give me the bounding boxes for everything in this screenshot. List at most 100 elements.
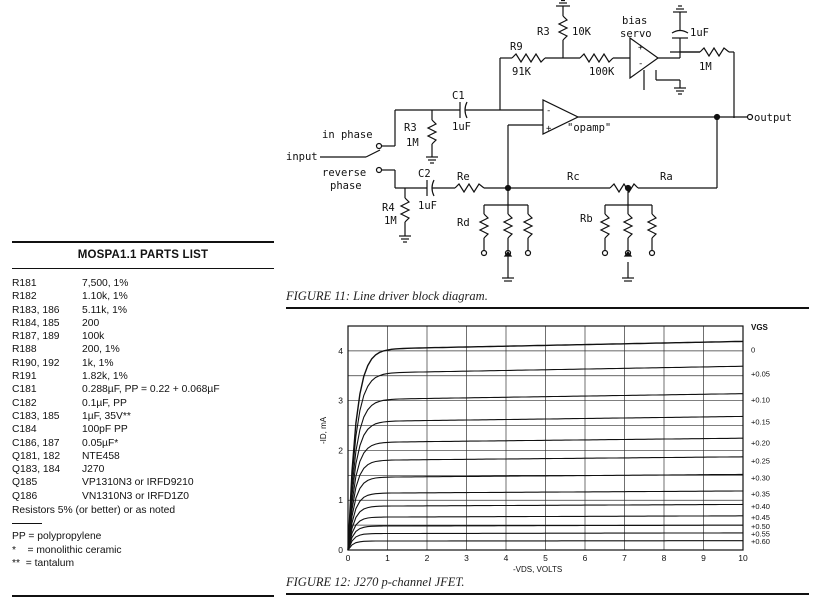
svg-text:-: - — [638, 59, 643, 69]
curve-label: +0.15 — [751, 418, 770, 427]
part-value: 100k — [82, 331, 105, 343]
x-tick-label: 5 — [543, 553, 548, 563]
curve-label: +0.40 — [751, 502, 770, 511]
parts-list-top-rule — [12, 241, 274, 243]
curve-vgs — [347, 532, 743, 551]
y-tick-label: 4 — [338, 346, 343, 356]
parts-row: R184, 185 200 — [12, 317, 274, 330]
legend-title: VGS — [751, 323, 769, 332]
curve-vgs — [347, 456, 744, 551]
legend-line: ** = tantalum — [12, 557, 75, 569]
parts-list-bottom-rule — [12, 595, 274, 597]
part-ref: R181 — [12, 278, 37, 289]
part-ref: R182 — [12, 291, 37, 303]
parts-row: C183, 185 1µF, 35V** — [12, 410, 274, 423]
curve-label: +0.10 — [751, 396, 770, 405]
label-rd: Rd — [457, 217, 470, 229]
curve-label: +0.45 — [751, 513, 770, 522]
svg-text:-: - — [546, 106, 551, 116]
parts-list-legend: PP = polypropylene* = monolithic ceramic… — [12, 530, 274, 570]
part-value: 5.11k, 1% — [82, 304, 128, 316]
label-c2: C2 — [418, 168, 431, 180]
part-value: 7,500, 1% — [82, 278, 129, 289]
curve-vgs — [347, 540, 743, 551]
part-value: 0.1µF, PP — [82, 397, 127, 409]
curve-vgs — [347, 437, 743, 551]
label-bias: bias — [622, 15, 647, 27]
curve-vgs — [347, 503, 744, 551]
x-tick-label: 7 — [622, 553, 627, 563]
parts-list-title-rule — [12, 268, 274, 269]
part-ref: Q181, 182 — [12, 450, 61, 462]
svg-text:+: + — [638, 43, 644, 53]
part-ref: C183, 185 — [12, 410, 60, 422]
parts-list-title: MOSPA1.1 PARTS LIST — [77, 249, 209, 261]
part-value: 200, 1% — [82, 344, 120, 356]
svg-text:+: + — [546, 124, 552, 134]
x-tick-label: 6 — [583, 553, 588, 563]
label-r1m-val: 1M — [699, 61, 712, 73]
part-value: VN1310N3 or IRFD1Z0 — [82, 490, 190, 502]
part-value: 1µF, 35V** — [82, 410, 131, 422]
part-ref: Q186 — [12, 490, 38, 502]
label-reverse: reverse — [322, 167, 366, 179]
x-tick-label: 10 — [738, 553, 748, 563]
part-value: 200 — [82, 317, 100, 329]
curve-vgs — [347, 515, 743, 551]
x-axis-label: -VDS, VOLTS — [513, 565, 562, 574]
y-tick-label: 0 — [338, 545, 343, 555]
x-tick-label: 2 — [425, 553, 430, 563]
curve-vgs — [347, 340, 744, 551]
x-tick-label: 1 — [385, 553, 390, 563]
label-ra: Ra — [660, 171, 673, 183]
part-ref: C182 — [12, 397, 37, 409]
label-r3-top: R3 — [537, 26, 550, 38]
part-ref: Q183, 184 — [12, 464, 61, 476]
part-value: VP1310N3 or IRFD9210 — [82, 477, 194, 489]
x-tick-label: 8 — [662, 553, 667, 563]
label-c2-val: 1uF — [418, 200, 437, 212]
curve-vgs — [347, 490, 743, 551]
y-tick-label: 3 — [338, 396, 343, 406]
figure11-caption-rule — [286, 307, 809, 309]
label-r3-mid: R3 — [404, 122, 417, 134]
parts-row: Q186 VN1310N3 or IRFD1Z0 — [12, 490, 274, 503]
part-ref: R184, 185 — [12, 317, 60, 329]
y-axis-label: -ID, mA — [319, 416, 328, 444]
curve-vgs — [347, 415, 744, 551]
parts-list-note-rule — [12, 523, 42, 525]
line-driver-schematic: - + - + R3 10K bias servo 1uF R9 91K 100… — [286, 0, 792, 282]
part-value: 1.82k, 1% — [82, 371, 128, 383]
part-ref: R190, 192 — [12, 357, 60, 369]
parts-row: C184 100pF PP — [12, 423, 274, 436]
parts-row: Q185 VP1310N3 or IRFD9210 — [12, 476, 274, 489]
label-r4-val: 1M — [384, 215, 397, 227]
label-r4: R4 — [382, 202, 395, 214]
curve-vgs — [347, 524, 743, 551]
part-ref: C184 — [12, 424, 37, 436]
part-value: 1.10k, 1% — [82, 291, 128, 303]
label-c1: C1 — [452, 90, 465, 102]
legend-line: * = monolithic ceramic — [12, 544, 122, 556]
part-ref: Q185 — [12, 477, 38, 489]
label-in-phase: in phase — [322, 129, 373, 141]
part-value: 1k, 1% — [82, 357, 114, 369]
part-value: 100pF PP — [82, 424, 128, 436]
part-ref: R191 — [12, 371, 37, 383]
curve-vgs — [347, 393, 743, 551]
label-r3-mid-val: 1M — [406, 137, 419, 149]
curve-label: +0.30 — [751, 473, 770, 482]
label-servo: servo — [620, 28, 652, 40]
part-ref: R188 — [12, 344, 37, 356]
label-r9: R9 — [510, 41, 523, 53]
x-tick-label: 0 — [346, 553, 351, 563]
curve-label: +0.55 — [751, 530, 770, 539]
label-r100k-val: 100K — [589, 66, 615, 78]
label-r3-top-val: 10K — [572, 26, 592, 38]
label-opamp: "opamp" — [567, 122, 611, 134]
part-value: 0.05µF* — [82, 437, 119, 449]
part-value: J270 — [82, 464, 105, 476]
part-ref: C181 — [12, 384, 37, 396]
